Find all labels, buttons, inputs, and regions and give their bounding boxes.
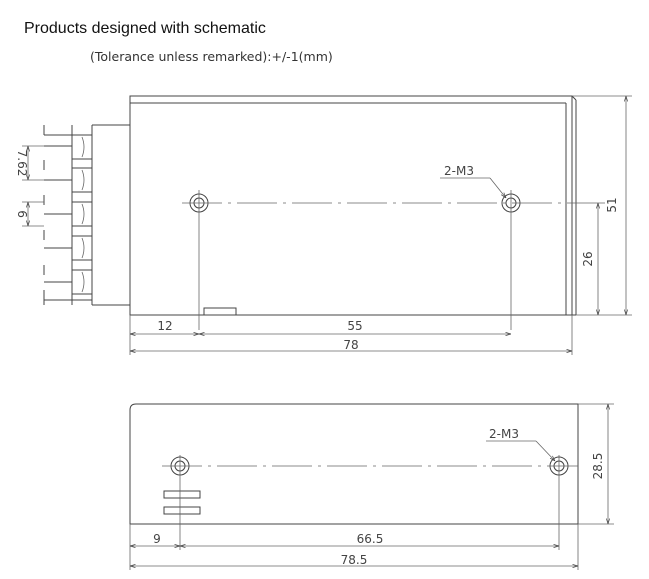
vent-slot (163, 490, 201, 499)
hole-height-dim: 26 (581, 251, 595, 266)
side-height-dim: 28.5 (591, 453, 605, 480)
side-view-body (129, 403, 579, 525)
page-title: Products designed with schematic (24, 20, 266, 37)
terminal-pin (43, 125, 93, 160)
top-view: 2-M3 7.62 6 51 26 12 55 78 (15, 95, 632, 355)
side-hole-spacing-dim: 66.5 (357, 532, 384, 546)
tolerance-note: (Tolerance unless remarked):+/-1(mm) (90, 49, 333, 64)
side-length-dim: 78.5 (341, 553, 368, 567)
top-hole-label: 2-M3 (444, 164, 474, 178)
terminal-width-dim: 6 (15, 210, 29, 218)
vent-slot (163, 506, 201, 515)
side-left-offset-dim: 9 (153, 532, 161, 546)
terminal-pin (43, 160, 93, 193)
side-mounting-hole-left (170, 455, 190, 550)
terminal-block (43, 124, 130, 306)
side-view: 2-M3 28.5 9 66.5 78.5 (129, 403, 614, 570)
hole-spacing-dim: 55 (347, 319, 362, 333)
top-view-body (129, 95, 573, 316)
side-mounting-hole-right (549, 455, 569, 550)
bottom-tab (203, 307, 237, 316)
height-dim: 51 (605, 197, 619, 212)
mounting-hole-left (189, 190, 209, 330)
terminal-pin (43, 265, 93, 295)
terminal-pin (43, 230, 93, 261)
terminal-pitch-dim: 7.62 (15, 150, 29, 177)
left-offset-dim: 12 (157, 319, 172, 333)
terminal-pin (43, 195, 93, 227)
side-hole-label: 2-M3 (489, 427, 519, 441)
mounting-hole-right (501, 190, 521, 330)
length-dim: 78 (343, 338, 358, 352)
